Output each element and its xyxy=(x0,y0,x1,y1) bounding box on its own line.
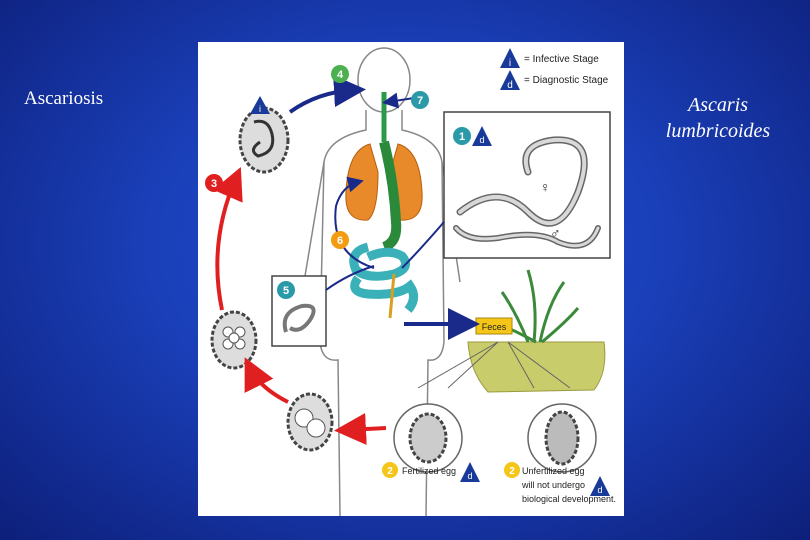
life-cycle-svg: i = Infective Stage d = Diagnostic Stage… xyxy=(198,42,624,516)
feces-label: Feces xyxy=(482,322,507,332)
arrow-ingestion xyxy=(290,90,354,112)
egg-cleavage-two xyxy=(288,394,332,450)
svg-text:2: 2 xyxy=(387,466,393,477)
svg-text:d: d xyxy=(467,471,472,481)
arrow-swallowed xyxy=(388,98,414,102)
stage-badge-7: 7 xyxy=(411,91,429,109)
arrow-cleavage-two-to-many xyxy=(250,368,288,402)
egg-cleavage-many xyxy=(212,312,256,368)
svg-text:i: i xyxy=(259,104,261,114)
infective-stage-icon: i xyxy=(500,48,520,69)
male-symbol: ♂ xyxy=(550,225,561,241)
legend: i = Infective Stage d = Diagnostic Stage xyxy=(500,48,609,91)
unfertilized-egg-label-1: Unfertilized egg xyxy=(522,466,585,476)
svg-text:2: 2 xyxy=(509,466,515,477)
infective-marker: i xyxy=(250,96,270,114)
arrow-cleavage-to-embryonated xyxy=(217,178,236,310)
infective-symbol: i xyxy=(509,58,511,69)
stage-badge-6: 6 xyxy=(331,231,349,249)
svg-text:3: 3 xyxy=(211,178,217,190)
egg-embryonated xyxy=(240,108,288,172)
infective-stage-label: = Infective Stage xyxy=(524,54,599,65)
diagnostic-stage-label: = Diagnostic Stage xyxy=(524,75,609,86)
slide-title: Ascariosis xyxy=(24,88,103,110)
fertilized-egg-label: Fertilized egg xyxy=(402,466,456,476)
fertilized-egg xyxy=(394,404,462,472)
diagnostic-stage-icon: d xyxy=(500,70,520,91)
svg-text:1: 1 xyxy=(459,131,465,143)
stage-badge-4: 4 xyxy=(331,65,349,83)
arrow-feces-to-cleavage xyxy=(346,428,386,430)
svg-text:d: d xyxy=(597,485,602,495)
feces-label-box: Feces xyxy=(476,318,512,334)
svg-text:4: 4 xyxy=(337,69,344,81)
svg-text:5: 5 xyxy=(283,285,289,297)
svg-text:7: 7 xyxy=(417,95,423,107)
adult-pointer-line xyxy=(402,222,444,268)
female-symbol: ♀ xyxy=(540,179,551,195)
slide-subtitle: Ascaris lumbricoides xyxy=(648,92,788,144)
life-cycle-diagram: i = Infective Stage d = Diagnostic Stage… xyxy=(198,42,624,516)
svg-text:6: 6 xyxy=(337,235,343,247)
stage-badge-5: 5 xyxy=(277,281,295,299)
soil-patch xyxy=(468,342,605,392)
unfertilized-egg-caption: 2 Unfertilized egg will not undergo biol… xyxy=(504,462,616,504)
unfertilized-egg-label-2: will not undergo xyxy=(521,480,585,490)
unfertilized-egg xyxy=(528,404,596,472)
svg-text:d: d xyxy=(479,135,484,145)
stage-badge-3: 3 xyxy=(205,174,223,192)
intestines xyxy=(354,247,414,318)
diagnostic-symbol: d xyxy=(507,80,513,91)
